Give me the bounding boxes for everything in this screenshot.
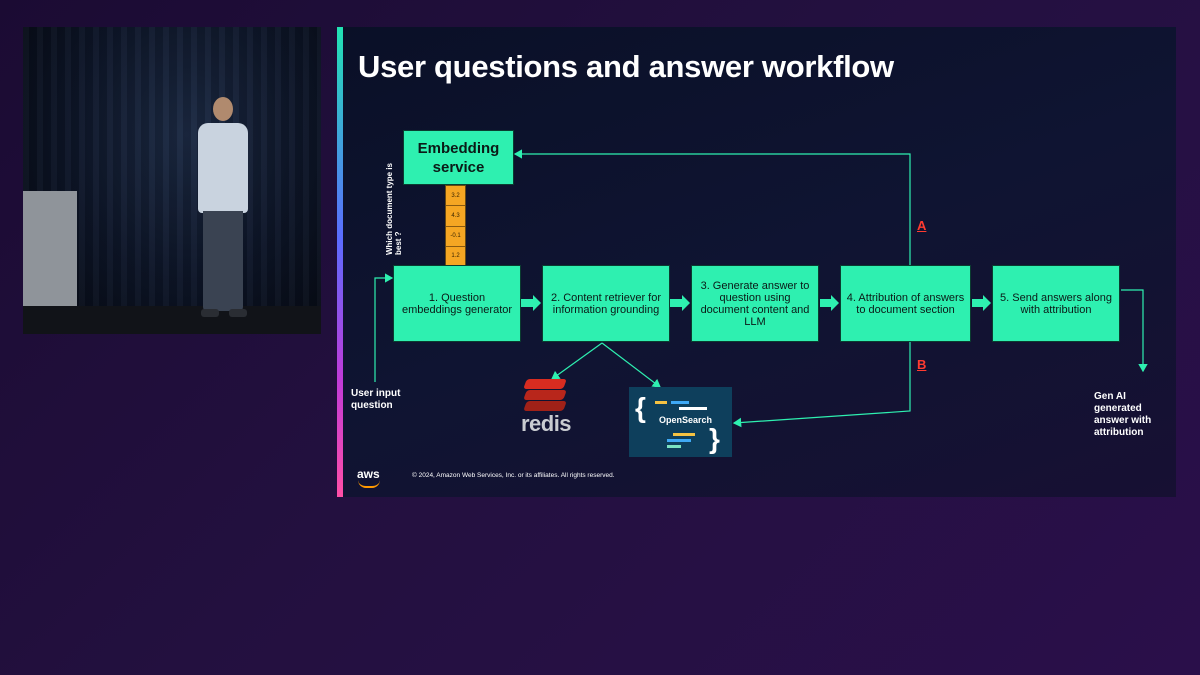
path-a-connector: [513, 149, 911, 265]
embedding-service-box: Embedding service: [403, 130, 514, 185]
aws-smile-icon: [358, 480, 380, 488]
workflow-connectors: [374, 149, 1148, 428]
step-3-box: 3. Generate answer to question using doc…: [691, 265, 819, 342]
path-b-connector: [732, 342, 911, 428]
aws-logo: aws: [357, 467, 380, 488]
step-2-box: 2. Content retriever for information gro…: [542, 265, 670, 342]
redis-icon: [523, 379, 567, 413]
slide-title: User questions and answer workflow: [358, 49, 894, 84]
redis-logo: redis: [515, 379, 577, 437]
code-bar-icon: [679, 407, 707, 410]
speaker-legs: [203, 211, 243, 311]
step-5-box: 5. Send answers along with attribution: [992, 265, 1120, 342]
path-b-marker: B: [917, 357, 927, 372]
code-bar-icon: [673, 433, 695, 436]
path-a-marker: A: [917, 218, 927, 233]
step-arrow: [972, 295, 991, 311]
redis-wordmark: redis: [520, 411, 572, 436]
stage-floor: [23, 306, 321, 334]
speaker-head: [213, 97, 233, 121]
output-label: Gen AI generated answer with attribution: [1094, 391, 1152, 438]
step-4-box: 4. Attribution of answers to document se…: [840, 265, 971, 342]
code-bar-icon: [667, 439, 691, 442]
input-connector: [374, 273, 394, 382]
slide-accent-bar: [337, 27, 343, 497]
speaker-shoe: [201, 309, 219, 317]
vector-value: -0.1: [446, 226, 465, 247]
embedding-vector: 3.2 4.3 -0.1 1.2: [445, 185, 466, 267]
brace-open-icon: {: [635, 392, 646, 423]
opensearch-connector: [601, 342, 661, 388]
step-arrows: [521, 295, 991, 311]
brace-close-icon: }: [709, 423, 720, 454]
presentation-slide: User questions and answer workflow Embed…: [337, 27, 1176, 497]
vector-question-label: Which document type is best ?: [385, 162, 403, 255]
vector-value: 4.3: [446, 206, 465, 227]
output-connector: [1121, 289, 1148, 373]
opensearch-wordmark: OpenSearch: [659, 415, 713, 425]
code-bar-icon: [655, 401, 667, 404]
vector-value: 1.2: [446, 246, 465, 266]
vector-value: 3.2: [446, 186, 465, 207]
user-input-label: User input question: [351, 388, 401, 411]
step-1-box: 1. Question embeddings generator: [393, 265, 521, 342]
step-arrow: [521, 295, 541, 311]
speaker-figure: [183, 97, 263, 322]
aws-wordmark: aws: [357, 467, 380, 481]
speaker-video: [23, 27, 321, 334]
speaker-torso: [198, 123, 248, 213]
copyright-notice: © 2024, Amazon Web Services, Inc. or its…: [412, 472, 615, 479]
redis-connector: [551, 342, 603, 380]
step-arrow: [670, 295, 690, 311]
code-bar-icon: [671, 401, 689, 404]
step-arrow: [820, 295, 839, 311]
opensearch-logo: { } OpenSearch: [629, 387, 732, 457]
code-bar-icon: [667, 445, 681, 448]
speaker-shoe: [229, 309, 247, 317]
